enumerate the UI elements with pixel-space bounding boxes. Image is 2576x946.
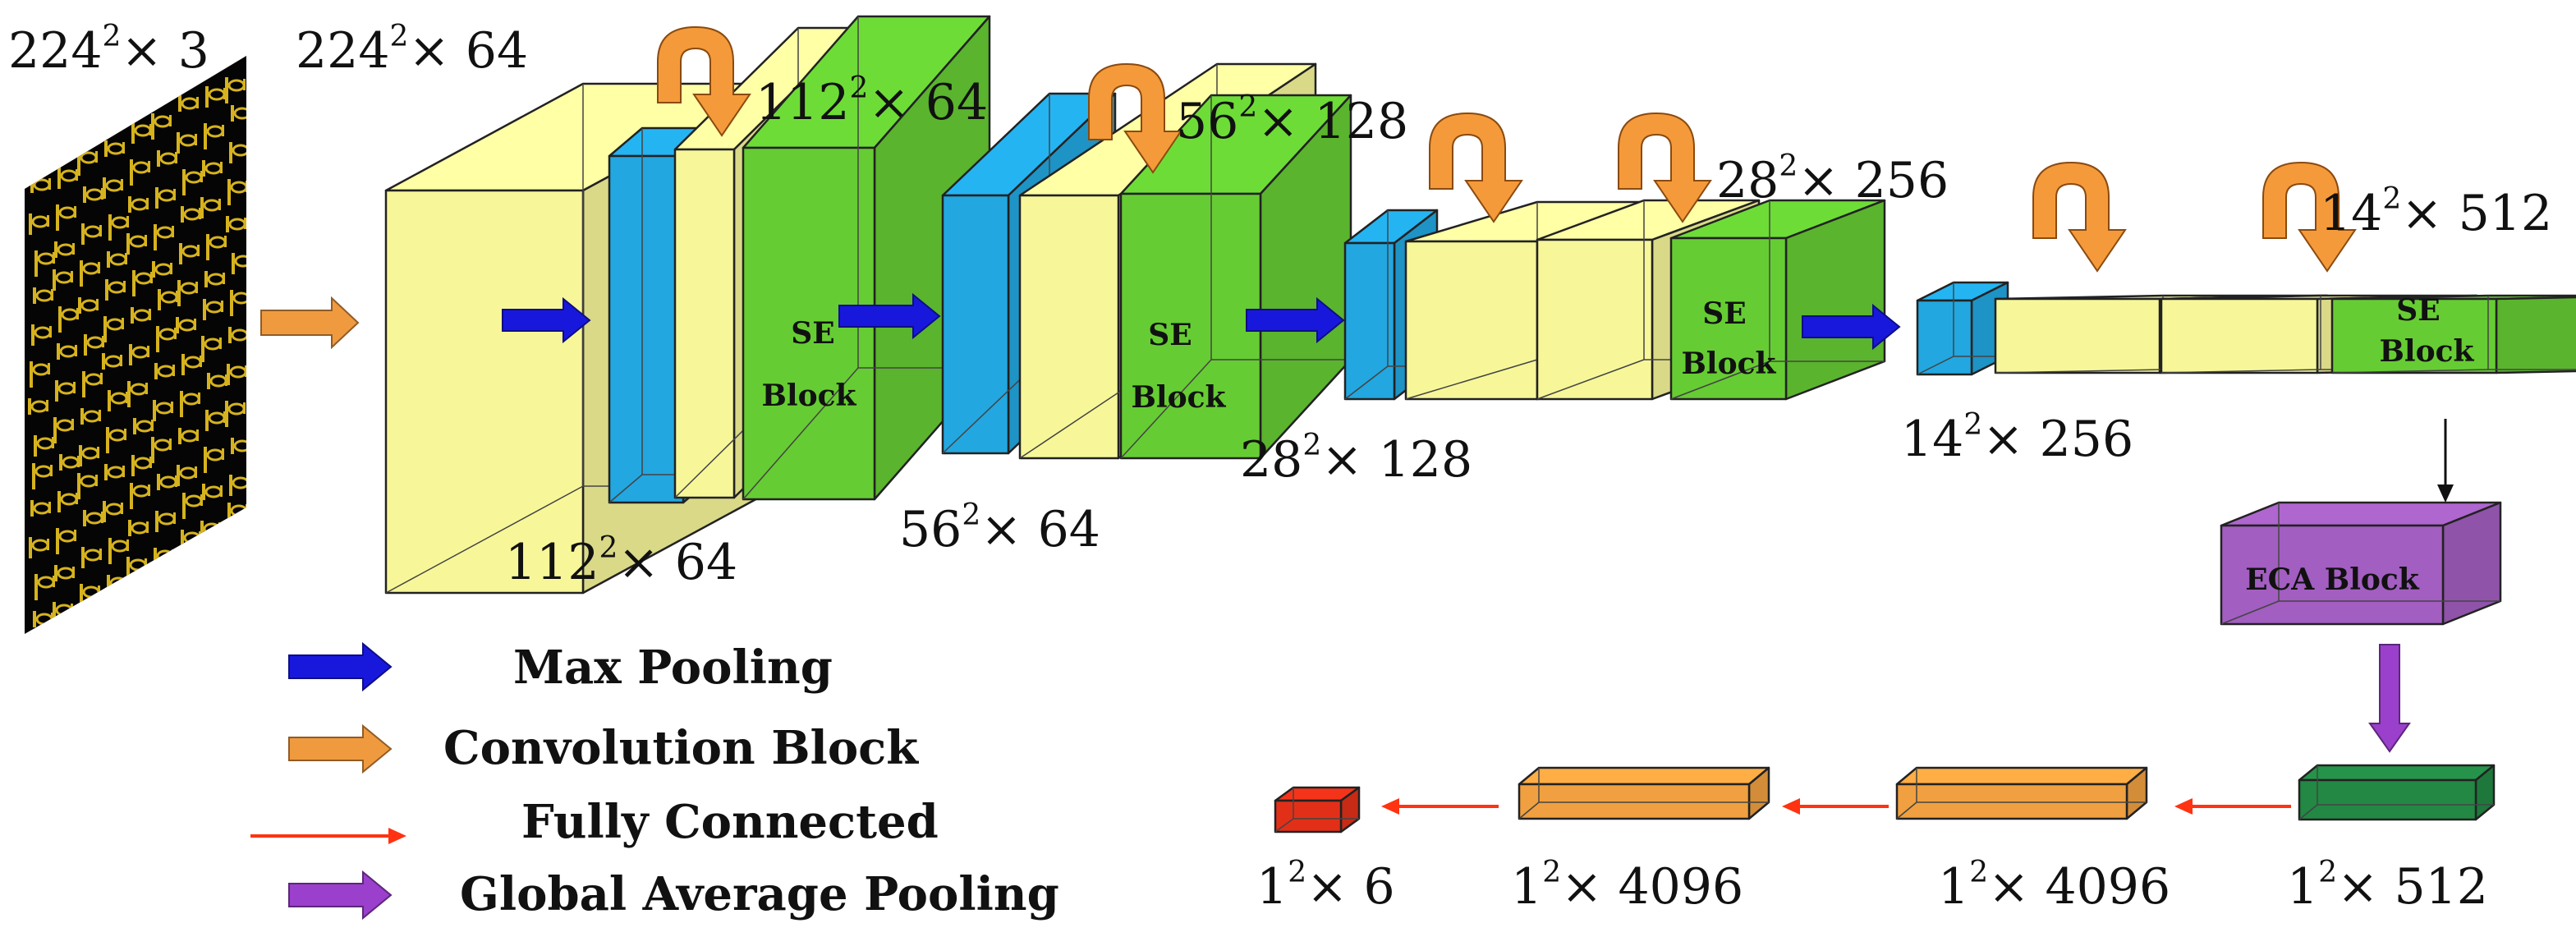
legend-convolution-block: Convolution Block [443,721,919,775]
se-to-eca-arrow [2437,419,2454,503]
maxpool-arrow-1 [502,296,591,344]
se-label-3: SE [1702,296,1746,331]
se-block-2 [1119,94,1352,460]
skip-connection-arrows [657,25,2357,273]
legend-global-average-pooling: Global Average Pooling [460,867,1059,921]
input-image [25,56,246,634]
legend: Max Pooling Convolution Block Fully Conn… [443,641,1059,921]
pool4-block [1916,281,2009,376]
flow-arrows [250,292,2454,921]
block-label-3: Block [1682,347,1777,381]
skip-arrow-3 [1429,112,1523,223]
legend-conv-arrow [288,723,393,774]
legend-fc-arrow [250,828,406,844]
dim-stage2-bottom: 562× 64 [899,498,1100,558]
legend-fully-connected: Fully Connected [521,795,939,849]
dim-fc-out: 12× 6 [1256,856,1395,916]
dim-stage4-bottom: 142× 256 [1901,408,2133,468]
maxpool-arrow-3 [1246,296,1345,344]
gap-arrow [2368,644,2411,753]
skip-arrow-6 [2262,161,2357,273]
se-block-label-1: SE Block [762,316,857,413]
skip-arrow-1 [657,25,751,137]
dim-fc-512: 12× 512 [2287,856,2488,916]
layer-boxes [384,15,2576,833]
se-label-2: SE [1148,318,1192,352]
skip-arrow-2 [1088,62,1182,174]
dim-stage4-top: 142× 512 [2320,182,2552,242]
block-label-4: Block [2380,334,2475,369]
legend-maxpool-arrow [288,641,393,692]
dim-stage1-top: 1122× 64 [755,71,988,131]
dim-fc-4096-a: 12× 4096 [1511,856,1743,916]
dim-fc-4096-b: 12× 4096 [1938,856,2170,916]
eca-block-label: ECA Block [2245,563,2420,597]
fc-4096-a-block [1518,766,1770,820]
eca-block [2220,501,2502,626]
dim-stage2-top: 562× 128 [1176,90,1408,150]
se-label-4: SE [2396,293,2440,328]
fc-arrow-2 [1782,798,1889,815]
block-label-1: Block [762,379,857,413]
fc-out-block [1274,786,1361,833]
se-block-label-2: SE Block [1132,318,1227,415]
fc-arrow-3 [1381,798,1499,815]
maxpool-arrow-4 [1802,303,1901,351]
dim-stage3-bottom: 282× 128 [1240,429,1472,489]
legend-gap-arrow [288,870,393,921]
dim-input: 2242× 3 [8,20,209,80]
dim-conv1-bottom: 1122× 64 [505,531,737,591]
conv-arrow-input [260,296,360,350]
dim-stage3-top: 282× 256 [1716,149,1949,209]
se-block-4 [2330,294,2576,374]
fc-4096-b-block [1895,766,2148,820]
se-label-1: SE [791,316,834,351]
dim-conv1: 2242× 64 [296,20,528,80]
se-block-3 [1669,199,1886,401]
skip-arrow-4 [1618,112,1712,223]
maxpool-arrow-2 [838,292,941,340]
legend-max-pooling: Max Pooling [513,641,833,695]
se-block-label-4: SE Block [2380,293,2475,369]
fc-512-block [2298,764,2496,821]
se-block-label-3: SE Block [1682,296,1777,381]
block-label-2: Block [1132,380,1227,415]
fc-arrow-1 [2174,798,2291,815]
skip-arrow-5 [2032,161,2127,273]
